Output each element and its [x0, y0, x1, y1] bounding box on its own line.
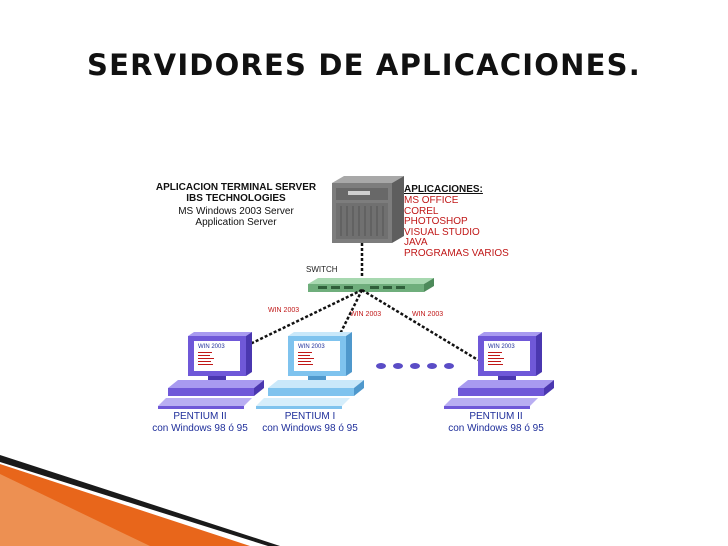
ellipsis-dots — [376, 363, 454, 369]
server-heading-line1: APLICACION TERMINAL SERVER — [155, 182, 317, 193]
switch-icon — [308, 278, 434, 292]
client-label: PENTIUM I con Windows 98 ó 95 — [250, 411, 370, 435]
client-os: con Windows 98 ó 95 — [262, 423, 358, 434]
client-name: PENTIUM II — [173, 411, 227, 422]
server-tower-icon — [332, 176, 404, 243]
client-label: PENTIUM II con Windows 98 ó 95 — [436, 411, 556, 435]
client-name: PENTIUM I — [284, 411, 336, 422]
link-to-client-3 — [361, 288, 479, 362]
link-to-client-2 — [326, 289, 364, 359]
client-os: con Windows 98 ó 95 — [448, 423, 544, 434]
client-computer-icon: WIN 2003 — [444, 332, 554, 409]
app-item: VISUAL STUDIO — [404, 226, 480, 238]
app-item: JAVA — [404, 237, 428, 248]
app-item: COREL — [404, 205, 439, 217]
client-screen-label: WIN 2003 — [298, 344, 325, 350]
server-subtitle: MS Windows 2003 Server Application Serve… — [120, 206, 352, 228]
server-subtitle-line2: Application Server — [195, 217, 277, 228]
applications-heading: APLICACIONES: — [404, 184, 483, 195]
switch-label: SWITCH — [306, 265, 338, 274]
applications-list: MS OFFICE COREL PHOTOSHOP VISUAL STUDIO … — [404, 195, 509, 259]
server-heading: APLICACION TERMINAL SERVER IBS TECHNOLOG… — [120, 182, 352, 204]
app-item: PHOTOSHOP — [404, 216, 468, 227]
link-label-right: WIN 2003 — [412, 311, 444, 318]
decorative-stripe — [0, 455, 280, 546]
server-subtitle-line1: MS Windows 2003 Server — [178, 206, 294, 217]
client-screen-label: WIN 2003 — [198, 344, 225, 350]
client-name: PENTIUM II — [469, 411, 523, 422]
link-label-left: WIN 2003 — [268, 307, 300, 314]
client-computer-icon: WIN 2003 — [158, 332, 264, 409]
app-item: MS OFFICE — [404, 195, 459, 206]
client-label: PENTIUM II con Windows 98 ó 95 — [140, 411, 260, 435]
link-label-center: WIN 2003 — [350, 311, 382, 318]
client-os: con Windows 98 ó 95 — [152, 423, 248, 434]
client-screen-label: WIN 2003 — [488, 344, 515, 350]
link-to-client-1 — [249, 288, 363, 346]
server-heading-line2: IBS TECHNOLOGIES — [186, 193, 286, 204]
app-item: PROGRAMAS VARIOS — [404, 247, 509, 259]
slide-title: SERVIDORES DE APLICACIONES. — [87, 48, 641, 82]
client-computer-icon: WIN 2003 — [256, 332, 364, 409]
